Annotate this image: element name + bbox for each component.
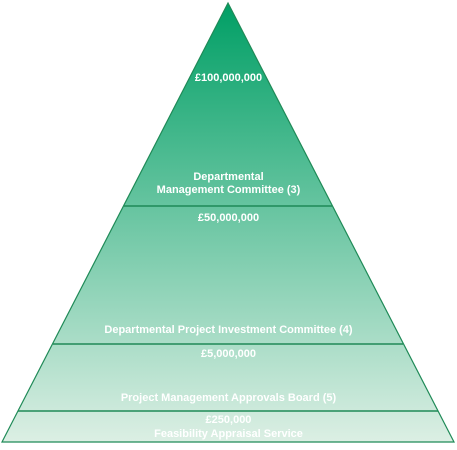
tier-2-committee: Departmental Project Investment Committe… — [104, 324, 353, 336]
pyramid-body — [2, 3, 454, 442]
tier-2-threshold: £50,000,000 — [197, 212, 260, 224]
tier-4-committee: Feasibility Appraisal Service — [154, 428, 303, 440]
tier-1-committee-line-1: Departmental — [193, 171, 264, 183]
tier-1-committee-line-2: Management Committee (3) — [156, 184, 301, 196]
tier-3-committee: Project Management Approvals Board (5) — [120, 392, 337, 404]
tier-4-threshold: £250,000 — [205, 414, 252, 426]
pyramid-outline — [1, 1, 455, 443]
tier-1-threshold: £100,000,000 — [194, 72, 263, 84]
tier-3-threshold: £5,000,000 — [200, 348, 257, 360]
